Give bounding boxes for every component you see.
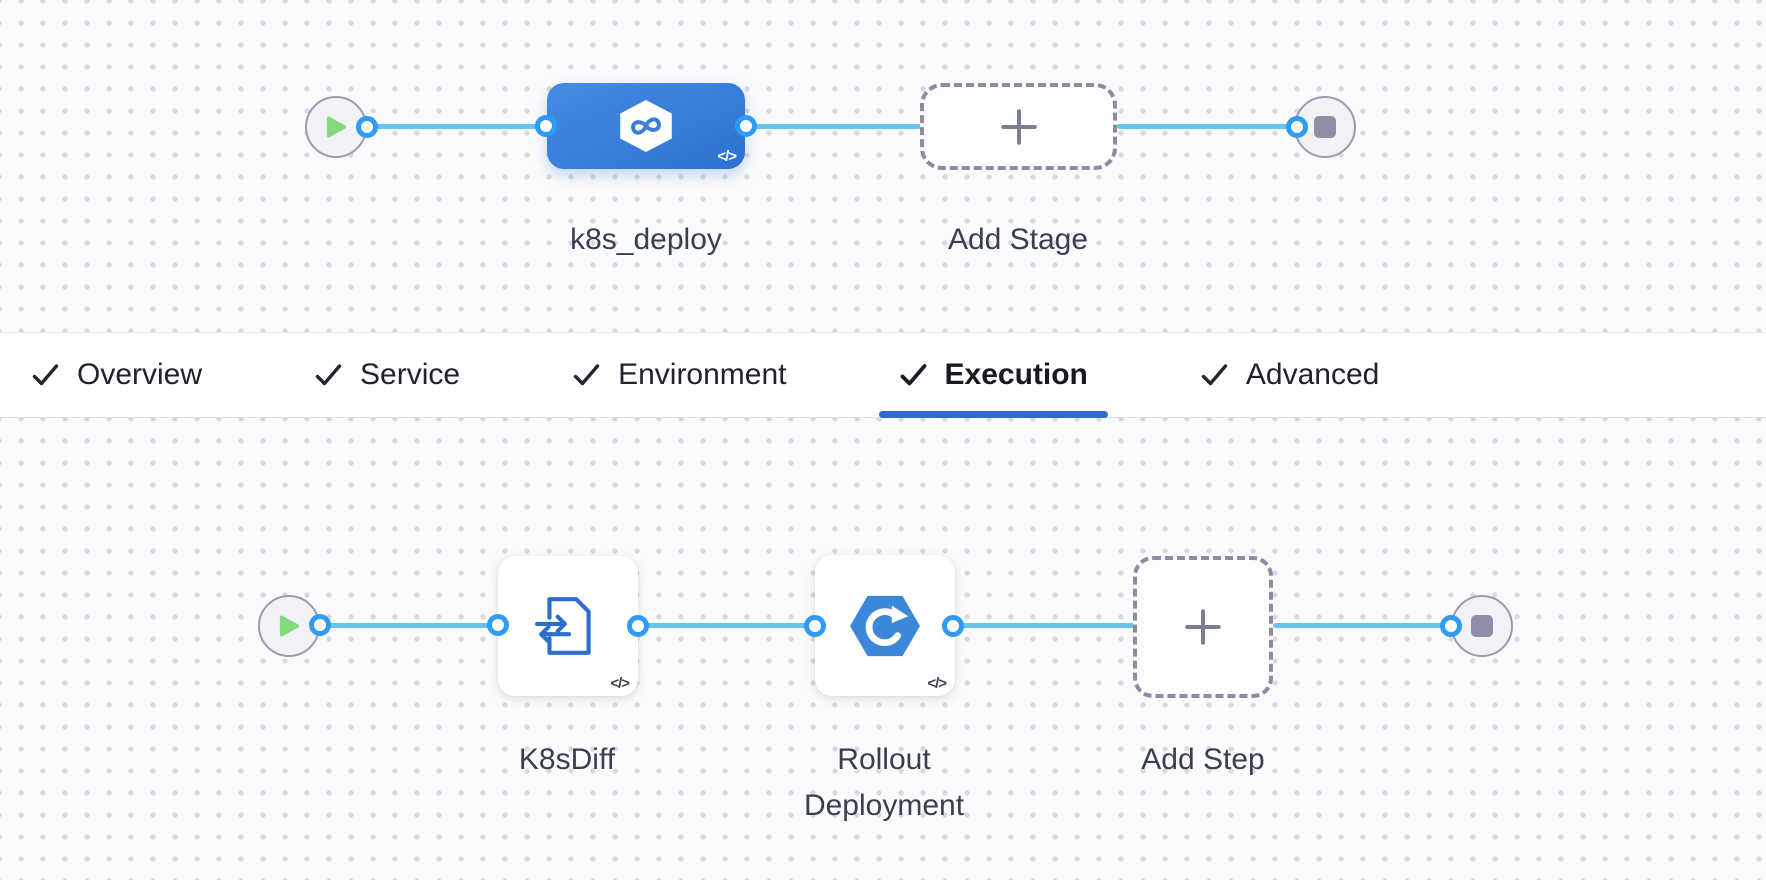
tab-environment[interactable]: Environment: [552, 333, 806, 417]
tab-label: Advanced: [1245, 358, 1380, 391]
tab-label: Environment: [618, 358, 787, 391]
edge-line: [746, 124, 921, 129]
play-icon: [326, 116, 346, 138]
stage-config-tabbar: Overview Service Environment Execution: [0, 332, 1766, 418]
connector-port[interactable]: [942, 615, 964, 637]
plus-icon: [1185, 609, 1221, 645]
step-node-rollout-deployment[interactable]: </>: [815, 555, 955, 696]
tab-overview[interactable]: Overview: [11, 333, 222, 417]
play-icon: [279, 615, 299, 637]
tab-label: Service: [360, 358, 461, 391]
execution-start-node: [258, 595, 320, 657]
check-icon: [899, 362, 928, 388]
edge-line: [320, 623, 500, 628]
connector-port[interactable]: [1440, 615, 1462, 637]
edge-line: [1273, 623, 1453, 628]
edge-line: [367, 124, 547, 129]
connector-port[interactable]: [735, 115, 757, 137]
connector-port[interactable]: [535, 115, 557, 137]
tab-advanced[interactable]: Advanced: [1180, 333, 1399, 417]
harness-infinity-icon: [631, 117, 661, 135]
connector-port[interactable]: [487, 614, 509, 636]
tab-service[interactable]: Service: [294, 333, 480, 417]
check-icon: [572, 362, 601, 388]
tab-label: Execution: [944, 358, 1088, 391]
stage-label: k8s_deploy: [570, 223, 722, 256]
connector-port[interactable]: [309, 614, 331, 636]
stop-icon: [1314, 116, 1336, 138]
tab-execution[interactable]: Execution: [878, 333, 1108, 418]
edge-line: [638, 623, 817, 628]
code-view-icon: </>: [610, 675, 630, 692]
plus-icon: [1000, 108, 1037, 145]
connector-port[interactable]: [356, 116, 378, 138]
step-label: K8sDiff: [518, 743, 616, 776]
stage-node-k8s-deploy[interactable]: </>: [547, 83, 745, 169]
step-label: Rollout Deployment: [803, 743, 965, 822]
add-stage-button[interactable]: [920, 83, 1117, 170]
tab-label: Overview: [77, 358, 203, 391]
add-step-label: Add Step: [1141, 743, 1265, 776]
connector-port[interactable]: [627, 615, 649, 637]
connector-port[interactable]: [1286, 116, 1308, 138]
edge-line: [953, 623, 1135, 628]
check-icon: [31, 362, 60, 388]
k8s-diff-icon: [535, 597, 591, 655]
check-icon: [1200, 362, 1229, 388]
add-step-button[interactable]: [1133, 556, 1273, 698]
deploy-stage-badge: [620, 100, 672, 152]
stop-icon: [1471, 615, 1493, 637]
check-icon: [314, 362, 343, 388]
connector-port[interactable]: [804, 615, 826, 637]
rollout-deployment-icon: [850, 595, 920, 656]
active-tab-underline: [878, 411, 1108, 418]
code-view-icon: </>: [927, 675, 947, 692]
step-node-k8sdiff[interactable]: </>: [498, 556, 638, 696]
code-view-icon: </>: [717, 148, 737, 165]
add-stage-label: Add Stage: [947, 223, 1089, 256]
edge-line: [1117, 124, 1298, 129]
